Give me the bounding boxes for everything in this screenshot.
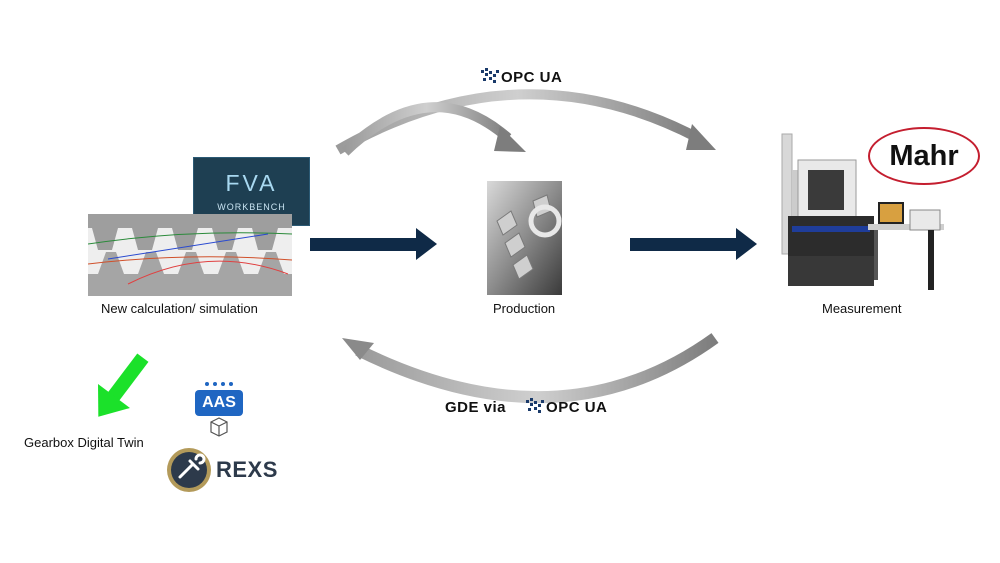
fva-workbench-text: WORKBENCH [217, 202, 286, 212]
green-arrow-digital-twin [98, 353, 149, 417]
arrow-production-to-measurement [630, 228, 757, 260]
mahr-logo-text: Mahr [889, 139, 959, 172]
fva-logo-text: FVA [225, 170, 278, 196]
rexs-logo-text: REXS [216, 457, 278, 482]
opc-ua-top-logo: OPC UA [481, 68, 562, 86]
rexs-emblem-icon [167, 448, 211, 492]
top-arc-to-measurement-head [686, 124, 716, 150]
production-gear-image [487, 181, 562, 295]
opc-dots-icon [526, 398, 545, 413]
top-arc-to-production [341, 102, 512, 156]
opc-ua-bottom-text: OPC UA [546, 398, 608, 416]
gde-opc-ua-label: GDE via OPC UA [445, 398, 607, 416]
arrow-calc-to-production [310, 228, 437, 260]
stage-calculation-label: New calculation/ simulation [101, 301, 258, 316]
mahr-logo: Mahr [868, 127, 980, 185]
stage-production-label: Production [493, 301, 556, 316]
digital-twin-label: Gearbox Digital Twin [24, 435, 144, 450]
aas-logo-text: AAS [202, 394, 236, 411]
bottom-arc-return [355, 333, 719, 404]
stage-measurement-label: Measurement [822, 301, 902, 316]
aas-logo: AAS [193, 380, 245, 438]
rexs-logo: REXS [166, 447, 278, 493]
top-arc-to-production-head [494, 126, 526, 152]
gde-via-text: GDE via [445, 398, 507, 416]
gear-simulation-image [88, 214, 292, 296]
opc-dots-icon [481, 68, 499, 83]
opc-ua-top-text: OPC UA [501, 68, 563, 86]
measurement-machine-image [778, 130, 950, 298]
bottom-arc-return-head [342, 338, 374, 360]
